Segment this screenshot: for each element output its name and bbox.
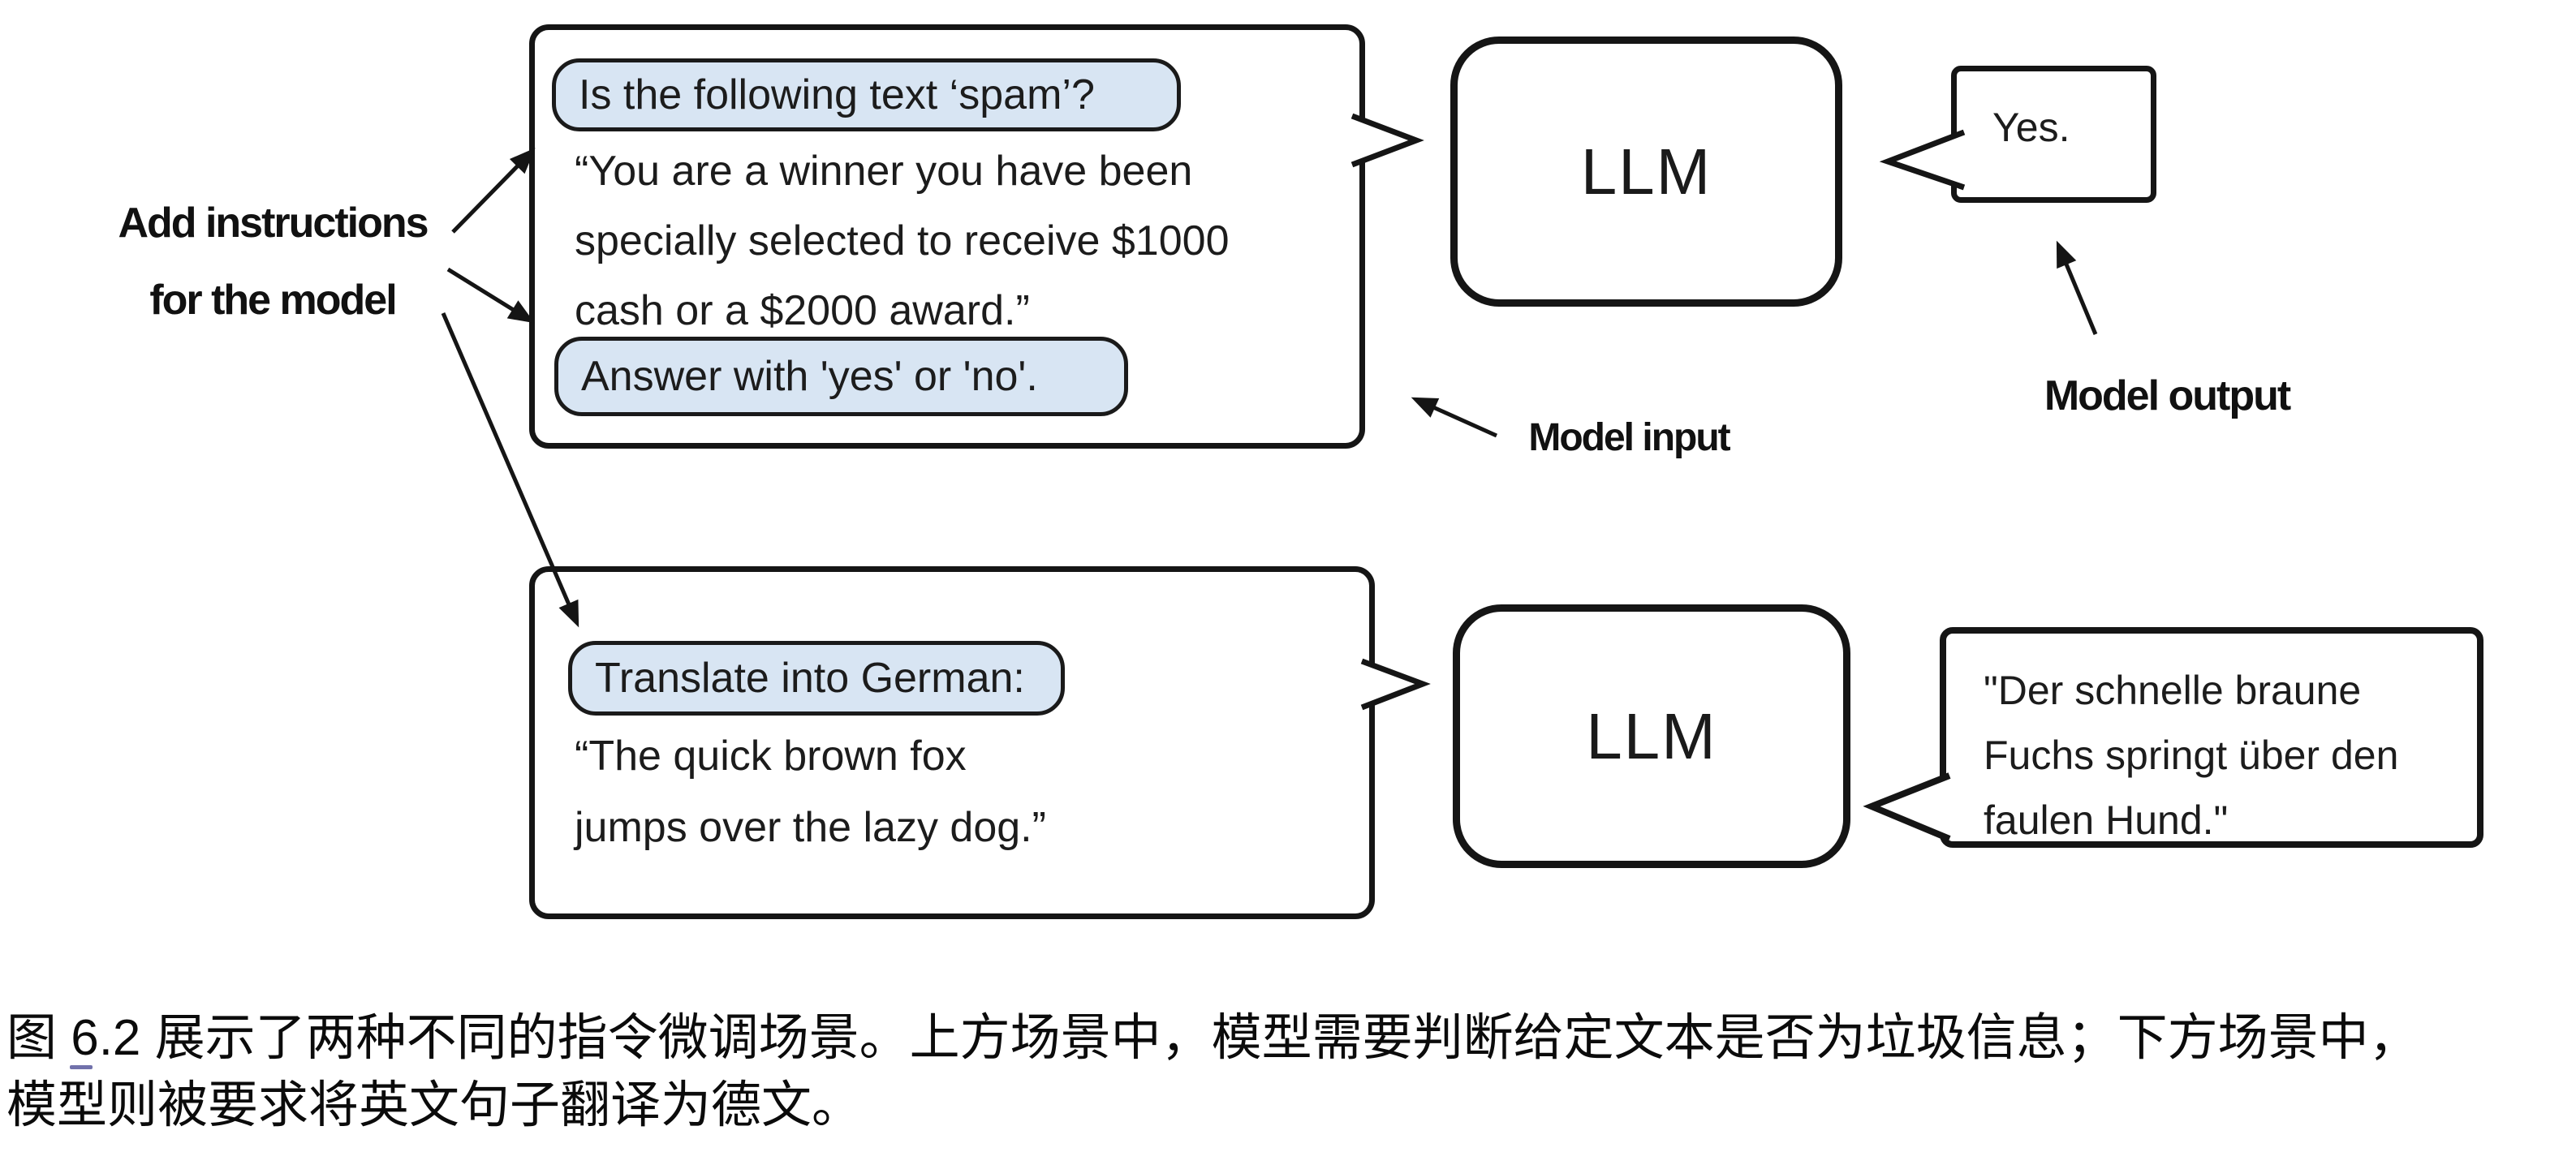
figure-caption-line1: 图 6.2 展示了两种不同的指令微调场景。上方场景中，模型需要判断给定文本是否为… bbox=[6, 1010, 2419, 1066]
body-line: jumps over the lazy dog.” bbox=[575, 804, 1046, 851]
output-line: Fuchs springt über den bbox=[1984, 733, 2399, 778]
top-output-bubble: Yes. bbox=[1951, 66, 2156, 203]
top-llm-label: LLM bbox=[1580, 135, 1712, 208]
bottom-llm-label: LLM bbox=[1586, 699, 1717, 772]
bottom-model-input-box bbox=[529, 566, 1375, 919]
bottom-instruction-pill: Translate into German: bbox=[568, 641, 1065, 716]
bottom-llm-box: LLM bbox=[1453, 604, 1850, 868]
body-line: specially selected to receive $1000 bbox=[575, 217, 1230, 264]
model-output-label: Model output bbox=[2044, 372, 2291, 419]
bottom-output-bubble: "Der schnelle braune Fuchs springt über … bbox=[1940, 627, 2483, 848]
top-instruction-pill-1: Is the following text ‘spam’? bbox=[552, 58, 1181, 131]
add-instructions-line1: Add instructions bbox=[118, 200, 429, 247]
bottom-instruction-pill-text: Translate into German: bbox=[595, 655, 1025, 702]
add-instructions-line2: for the model bbox=[149, 277, 397, 324]
body-line: “You are a winner you have been bbox=[575, 148, 1193, 195]
figure-caption-line2: 模型则被要求将英文句子翻译为德文。 bbox=[6, 1077, 863, 1133]
arrow-to-top-pill-2-icon bbox=[446, 267, 535, 324]
caption-underline-mark bbox=[70, 1065, 93, 1069]
body-line: cash or a $2000 award.” bbox=[575, 287, 1030, 334]
german-bubble-tail-icon bbox=[1863, 772, 1951, 842]
arrow-model-output-icon bbox=[2056, 240, 2098, 335]
bottom-output-text: "Der schnelle braune Fuchs springt über … bbox=[1984, 658, 2398, 853]
output-line: "Der schnelle braune bbox=[1984, 668, 2362, 713]
top-instruction-pill-1-text: Is the following text ‘spam’? bbox=[579, 71, 1095, 118]
top-output-text: Yes. bbox=[1992, 105, 2070, 150]
top-box-body: “You are a winner you have been speciall… bbox=[575, 136, 1229, 346]
top-instruction-pill-2-text: Answer with 'yes' or 'no'. bbox=[581, 353, 1038, 400]
arrow-to-top-pill-1-icon bbox=[451, 148, 536, 234]
arrow-model-input-icon bbox=[1411, 397, 1498, 438]
add-instructions-label: Add instructions for the model bbox=[94, 185, 451, 339]
body-line: “The quick brown fox bbox=[575, 733, 967, 780]
top-llm-box: LLM bbox=[1450, 37, 1842, 307]
top-instruction-pill-2: Answer with 'yes' or 'no'. bbox=[554, 337, 1128, 416]
model-input-label: Model input bbox=[1528, 416, 1730, 459]
bottom-box-body: “The quick brown fox jumps over the lazy… bbox=[575, 720, 1046, 863]
output-line: faulen Hund." bbox=[1984, 797, 2229, 843]
